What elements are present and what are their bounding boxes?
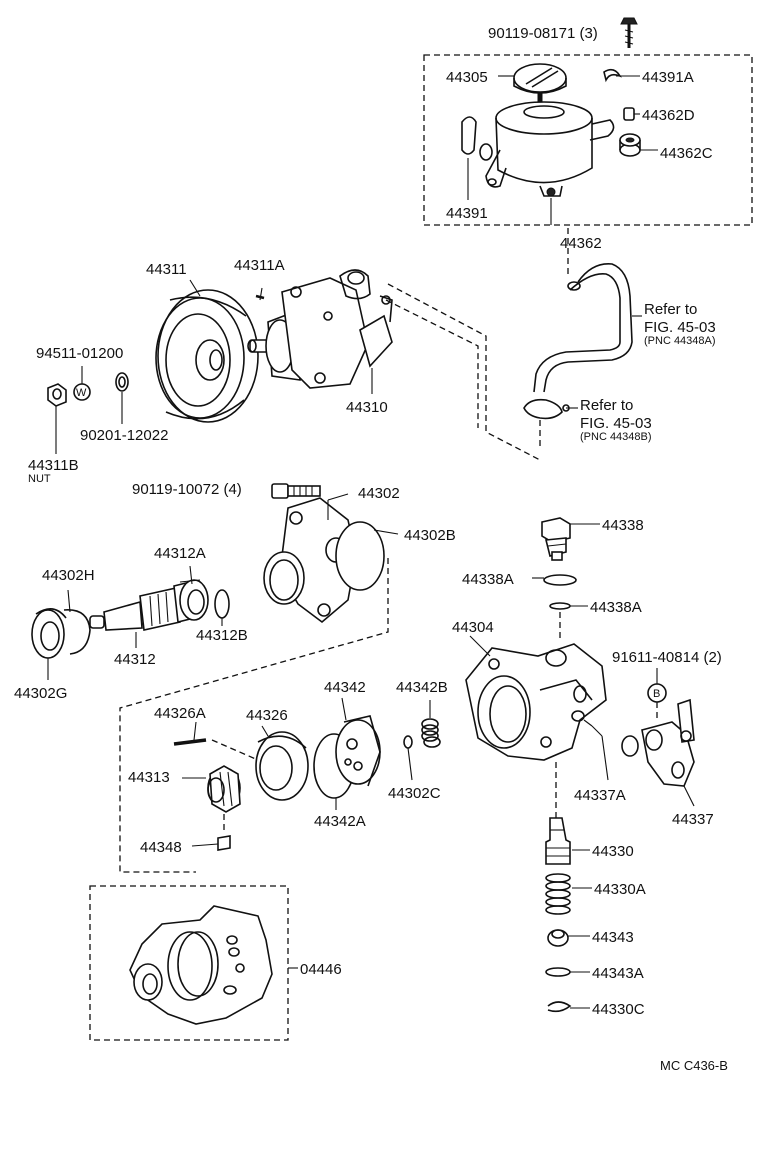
label-44305: 44305 — [446, 69, 488, 86]
snap-ring-44330c — [547, 1001, 572, 1013]
label-44362: 44362 — [560, 235, 602, 252]
bearing-44312a — [179, 579, 209, 621]
label-44326: 44326 — [246, 707, 288, 724]
label-44343: 44343 — [592, 929, 634, 946]
grommet-44362d — [623, 107, 635, 121]
label-44362c: 44362C — [660, 145, 713, 162]
label-90119-08171: 90119-08171 (3) — [488, 25, 598, 42]
labels: 90119-08171 (3) 44305 44391A 44362D 4436… — [14, 25, 728, 1073]
o-ring-44343a — [545, 967, 571, 977]
label-44326a: 44326A — [154, 705, 206, 722]
pump-assembly — [155, 269, 541, 461]
reservoir-dashed-box — [423, 54, 753, 226]
label-90119-10072: 90119-10072 (4) — [132, 481, 242, 498]
union-44337 — [641, 698, 695, 787]
label-44312b: 44312B — [196, 627, 248, 644]
label-94511-01200: 94511-01200 — [36, 345, 123, 362]
label-44338a-1: 44338A — [462, 571, 514, 588]
clip-44391a — [603, 68, 622, 83]
label-44338a-2: 44338A — [590, 599, 642, 616]
diagram-code: MC C436-B — [660, 1058, 728, 1073]
gasket-44302b — [335, 521, 385, 591]
seal-44302g — [31, 608, 67, 659]
valve-cap-44343 — [547, 929, 569, 947]
ref-2-line2: FIG. 45-03 — [580, 415, 652, 432]
pin-44326a — [173, 738, 207, 746]
reservoir-group — [423, 17, 753, 226]
cartridge-group — [173, 697, 441, 851]
nut-washer-group — [47, 366, 129, 454]
label-90201-12022: 90201-12022 — [80, 427, 168, 444]
label-nut: NUT — [28, 473, 51, 485]
label-44362d: 44362D — [642, 107, 695, 124]
pulley-44311 — [155, 289, 259, 423]
ref-2-line1: Refer to — [580, 397, 633, 414]
rear-housing-44304 — [465, 643, 607, 761]
label-04446: 04446 — [300, 961, 342, 978]
plug-44338 — [541, 517, 571, 561]
circle-w-text: W — [76, 387, 87, 399]
spring-44330a — [545, 873, 571, 915]
label-44330c: 44330C — [592, 1001, 645, 1018]
circle-b-text: B — [653, 688, 660, 700]
label-44302c: 44302C — [388, 785, 441, 802]
label-44311: 44311 — [146, 261, 187, 278]
label-44311b: 44311B — [28, 457, 79, 474]
cushion-44362c — [619, 133, 641, 157]
label-44342: 44342 — [324, 679, 366, 696]
shaft-group — [31, 565, 230, 680]
return-hose — [523, 228, 642, 450]
clip-44391 — [461, 116, 477, 155]
label-44312a: 44312A — [154, 545, 206, 562]
label-44312: 44312 — [114, 651, 156, 668]
o-ring-44302c — [403, 735, 413, 749]
ref-1-pnc: (PNC 44348A) — [644, 335, 716, 347]
label-44348: 44348 — [140, 839, 182, 856]
reservoir-body — [479, 92, 615, 197]
rotor-44313 — [207, 765, 241, 813]
label-44311a: 44311A — [234, 257, 285, 274]
label-44302g: 44302G — [14, 685, 67, 702]
label-44310: 44310 — [346, 399, 388, 416]
front-housing-group — [119, 483, 399, 873]
side-plate-44342 — [335, 715, 381, 787]
pump-body — [247, 269, 393, 389]
label-44342a: 44342A — [314, 813, 366, 830]
label-44391: 44391 — [446, 205, 488, 222]
vane-44348 — [217, 835, 231, 851]
ref-1-line2: FIG. 45-03 — [644, 319, 716, 336]
label-44330: 44330 — [592, 843, 634, 860]
label-44302b: 44302B — [404, 527, 456, 544]
gasket-kit-04446 — [89, 885, 298, 1041]
flow-valve-44330 — [545, 817, 571, 865]
label-44337a: 44337A — [574, 787, 626, 804]
label-44338: 44338 — [602, 517, 644, 534]
label-91611-40814: 91611-40814 (2) — [612, 649, 722, 666]
rear-housing-group — [465, 517, 695, 1013]
shaft-44312 — [89, 581, 195, 631]
reservoir-cap — [513, 63, 567, 94]
label-44302: 44302 — [358, 485, 400, 502]
label-44313: 44313 — [128, 769, 170, 786]
cam-ring-44326 — [255, 731, 309, 801]
label-44343a: 44343A — [592, 965, 644, 982]
label-44330a: 44330A — [594, 881, 646, 898]
snap-ring-44302h — [63, 609, 91, 655]
bolt-90119-10072 — [271, 483, 321, 499]
label-44391a: 44391A — [642, 69, 694, 86]
label-44304: 44304 — [452, 619, 494, 636]
spring-44342b — [421, 718, 441, 748]
bolt-90119-08171 — [620, 17, 638, 48]
ref-1-line1: Refer to — [644, 301, 697, 318]
label-44302h: 44302H — [42, 567, 95, 584]
ring-44312b — [214, 589, 230, 619]
front-housing-44302 — [263, 497, 357, 624]
label-44342b: 44342B — [396, 679, 448, 696]
label-44337: 44337 — [672, 811, 714, 828]
ref-2-pnc: (PNC 44348B) — [580, 431, 652, 443]
